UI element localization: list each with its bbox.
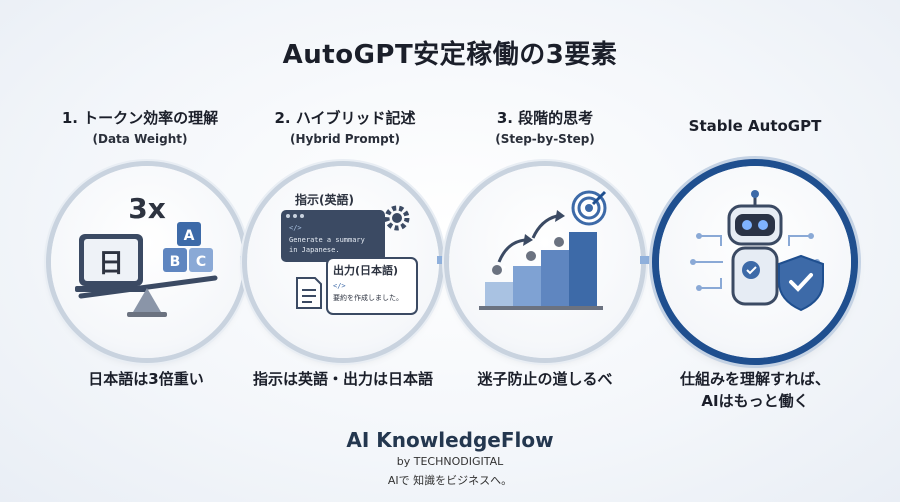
document-icon [296,277,322,309]
code-tag: </> [289,224,302,232]
hybrid-prompt-illustration-icon: 指示(英語) </> Generate a summary in Japanes… [281,192,418,315]
final-caption-line1: 仕組みを理解すれば、 [679,370,830,388]
step1-heading: 1. トークン効率の理解 [61,109,219,127]
step2-circle: 指示(英語) </> Generate a summary in Japanes… [247,166,439,358]
instruction-text-1: Generate a summary [289,236,365,244]
block-b: B [170,254,181,270]
target-icon [571,190,607,226]
final-caption-line2: AIはもっと働く [701,392,809,410]
final-circle [659,166,851,358]
step3-heading-block: 3. 段階的思考 (Step-by-Step) [445,107,645,146]
step3-caption: 迷子防止の道しるべ [477,370,613,388]
kanji-glyph: 日 [98,249,124,279]
instruction-text-2: in Japanese. [289,246,340,254]
instruction-label: 指示(英語) [295,192,354,207]
output-label: 出力(日本語) [333,263,398,277]
step3-heading: 3. 段階的思考 [496,109,594,127]
step3-circle [449,166,641,358]
step2-caption: 指示は英語・出力は日本語 [252,370,433,388]
final-heading: Stable AutoGPT [688,117,822,135]
shield-check-icon [778,254,824,312]
brand-by: by TECHNODIGITAL [396,455,504,468]
step1-circle: 3x 日 A B C [51,166,243,358]
output-text: 要約を作成しました。 [333,293,403,302]
output-code-tag: </> [333,282,346,290]
step1-heading-block: 1. トークン効率の理解 (Data Weight) [40,107,240,146]
step3-subheading: (Step-by-Step) [495,132,595,146]
final-heading-block: Stable AutoGPT [655,117,855,135]
block-a: A [184,228,195,244]
brand-name: AI KnowledgeFlow [346,428,554,452]
brand-tagline: AIで 知識をビジネスへ。 [387,474,513,487]
page-title: AutoGPT安定稼働の3要素 [282,40,618,70]
final-caption: 仕組みを理解すれば、 AIはもっと働く [645,368,865,412]
block-c: C [196,254,206,270]
step2-heading-block: 2. ハイブリッド記述 (Hybrid Prompt) [245,107,445,146]
gear-icon [384,205,410,231]
weight-badge: 3x [128,192,166,225]
step2-heading: 2. ハイブリッド記述 [274,109,416,127]
scale-illustration-icon: 3x 日 A B C [75,192,218,317]
step1-subheading: (Data Weight) [92,132,188,146]
step1-caption: 日本語は3倍重い [88,370,204,388]
step2-subheading: (Hybrid Prompt) [289,132,400,146]
staircase-illustration-icon [479,190,607,310]
robot-icon [690,190,824,312]
